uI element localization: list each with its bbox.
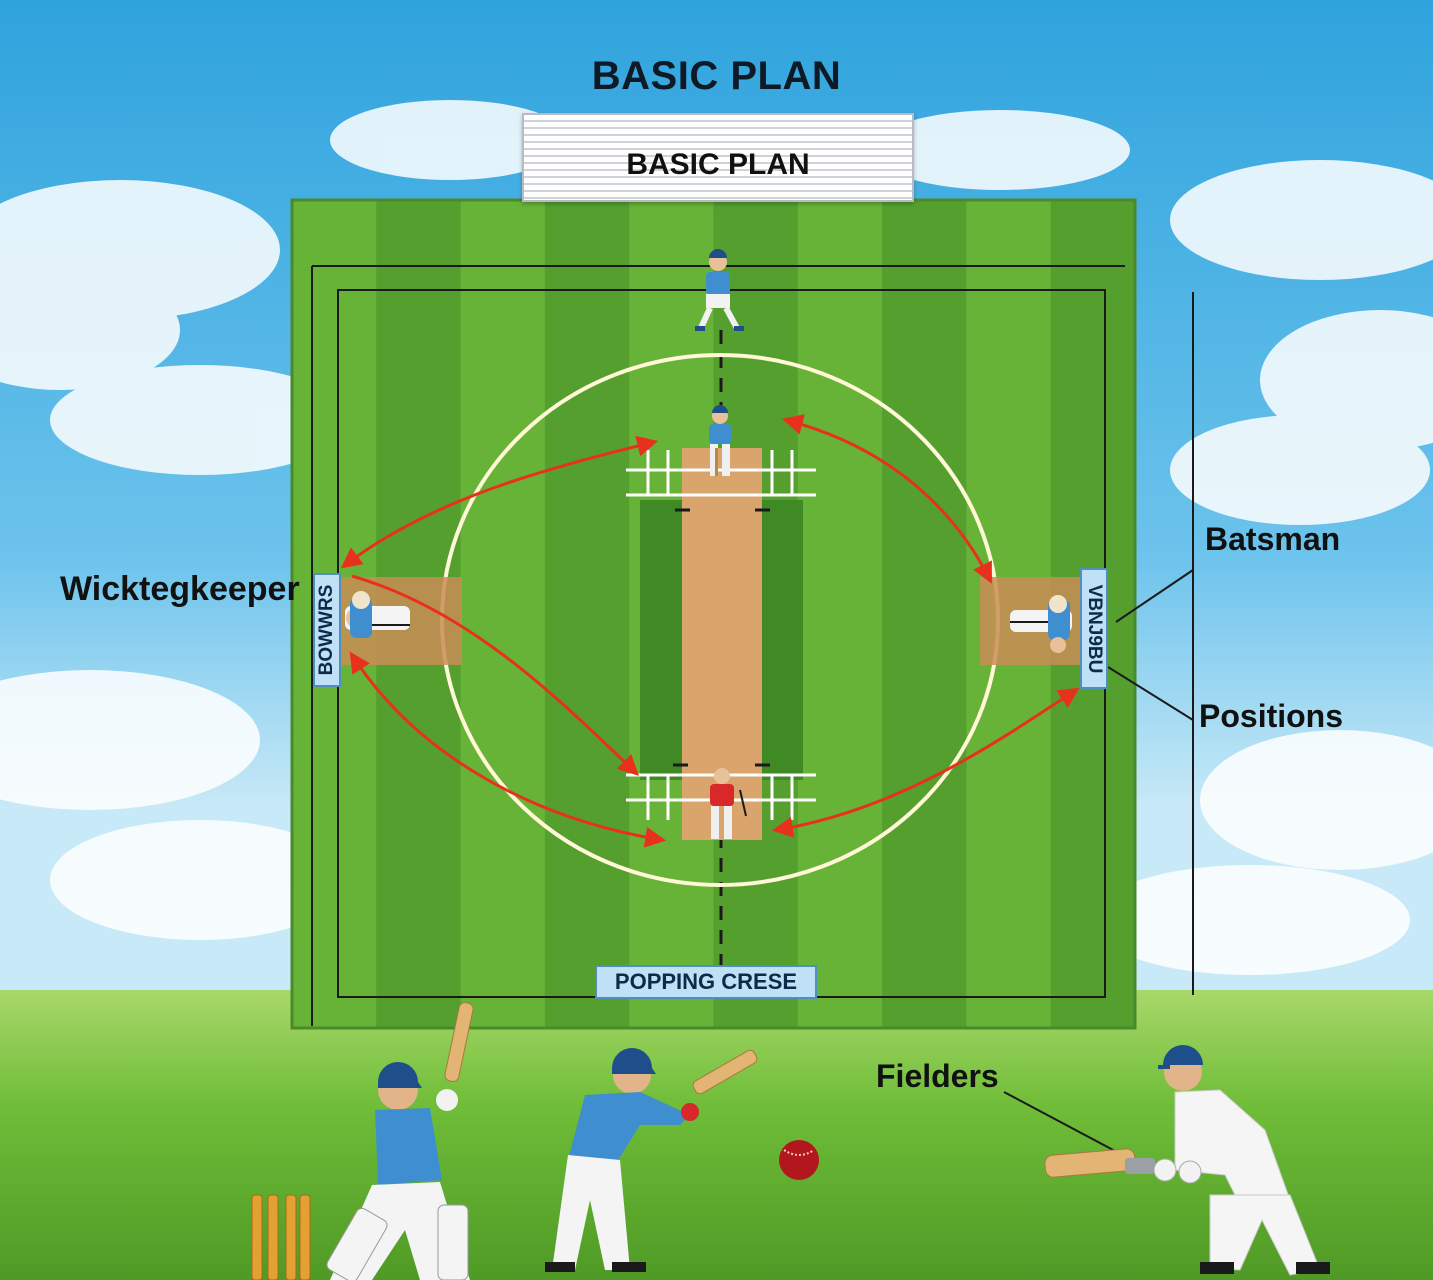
player-top-fielder — [695, 249, 744, 332]
arrow-top-to-right — [781, 414, 992, 584]
foreground-batsman-middle — [545, 1048, 758, 1272]
cricket-ball — [779, 1140, 819, 1180]
arrow-left-to-top — [340, 435, 659, 569]
player-batsman-top — [709, 405, 731, 476]
annotation-lines — [1003, 292, 1194, 1161]
signboard: BASIC PLAN — [522, 113, 914, 202]
player-batsman-bottom — [710, 768, 747, 839]
clouds — [0, 100, 1433, 975]
tag-popping-crease: POPPING CRESE — [595, 965, 817, 999]
foreground-fielder-right — [1044, 1045, 1330, 1276]
label-wicketkeeper: Wicktegkeeper — [60, 570, 300, 608]
arrow-left-to-bottom — [349, 651, 667, 848]
tag-right-end-text: VBNJ9BU — [1084, 584, 1105, 673]
label-positions: Positions — [1199, 698, 1344, 734]
field-stripe — [460, 200, 545, 1028]
foreground-batsman-left — [326, 1002, 474, 1280]
field-stripe — [544, 200, 630, 1028]
label-fielders: Fielders — [876, 1058, 999, 1094]
stumps — [251, 1194, 311, 1280]
label-batsman: Batsman — [1205, 521, 1341, 557]
player-left-keeper — [345, 591, 410, 638]
arrow-bottom-to-right — [771, 687, 1080, 838]
movement-arrows — [340, 414, 1080, 848]
field-stripe — [797, 200, 883, 1028]
field-stripe — [882, 200, 967, 1028]
player-right-keeper — [1010, 595, 1072, 653]
tag-bowlers: BOWWRS — [313, 573, 341, 687]
tag-bowlers-text: BOWWRS — [316, 584, 337, 676]
page-title: BASIC PLAN — [591, 54, 842, 98]
signboard-text: BASIC PLAN — [626, 148, 810, 181]
tag-right-end: VBNJ9BU — [1080, 568, 1108, 689]
